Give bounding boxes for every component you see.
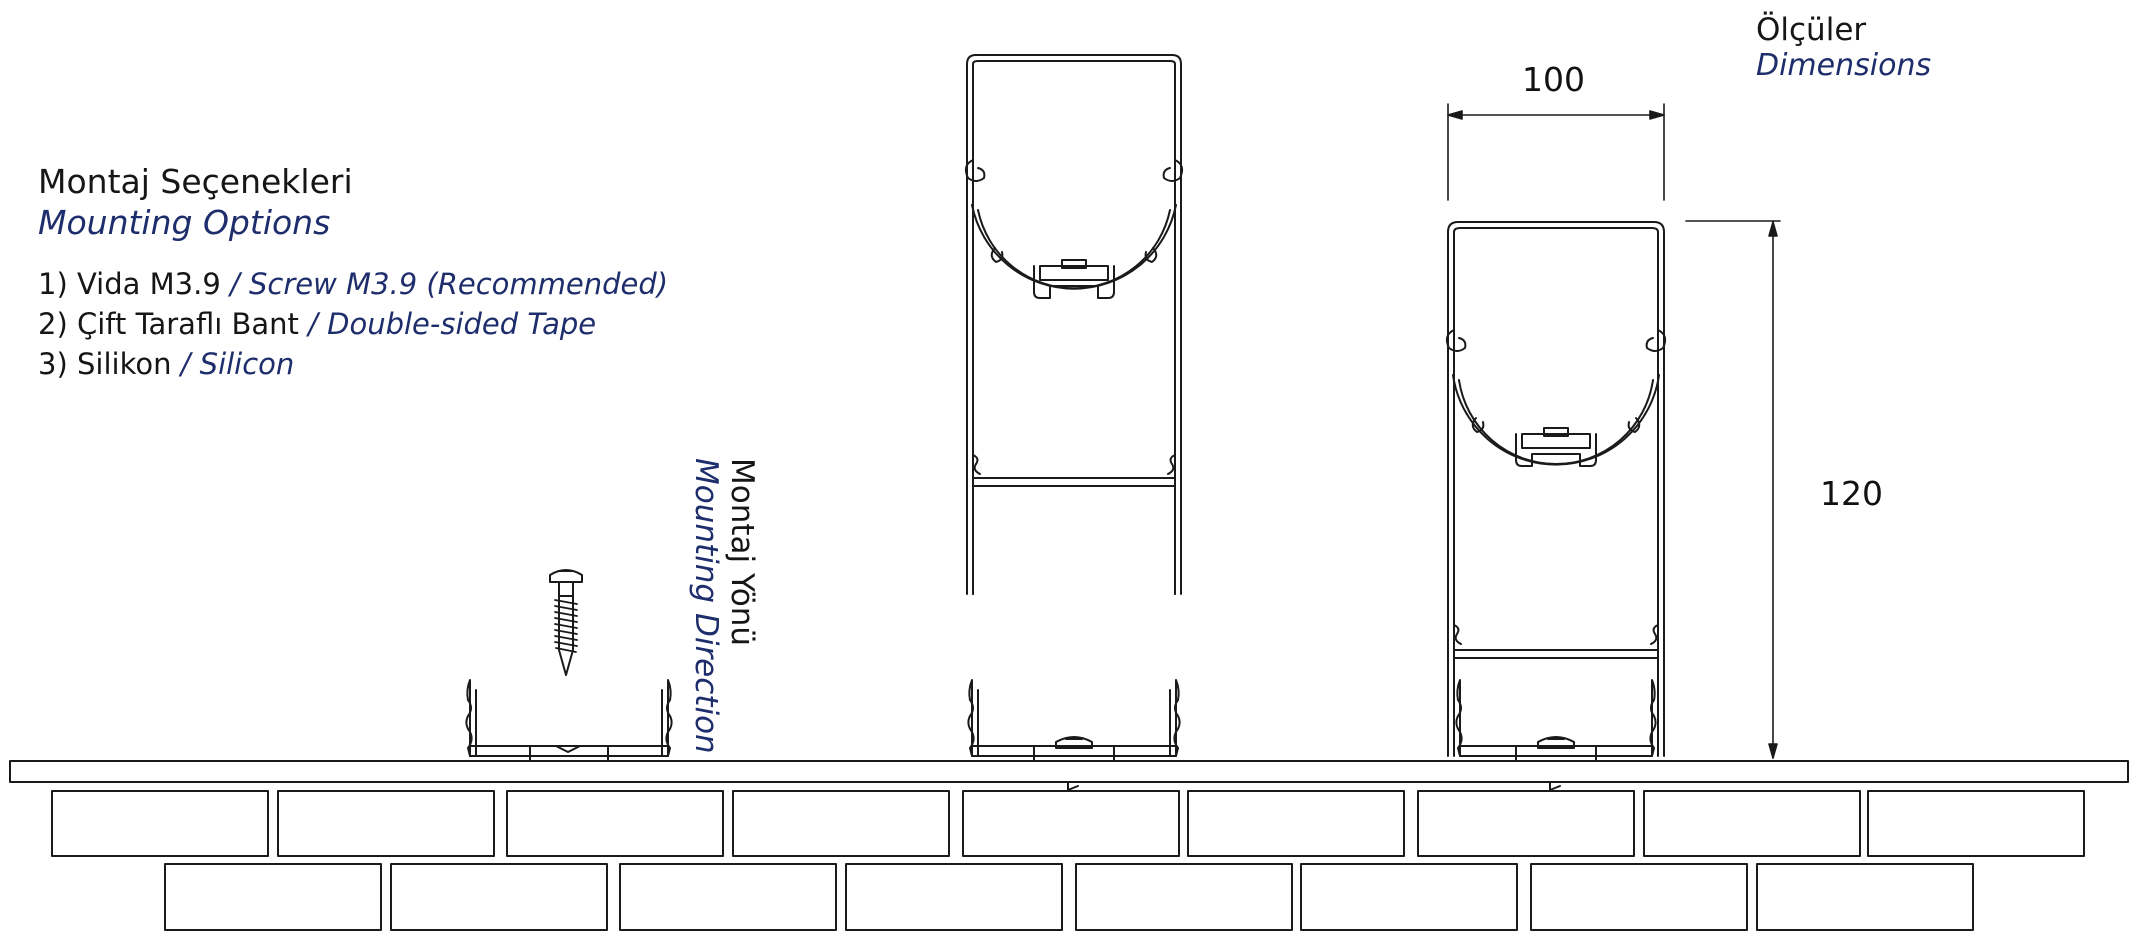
mounting-options: Montaj Seçenekleri Mounting Options 1) V… [38, 162, 668, 384]
option-label-en: / Silicon [180, 347, 295, 381]
option-label-tr: 2) Çift Taraflı Bant [38, 307, 309, 341]
option-label-tr: 3) Silikon [38, 347, 181, 381]
mounting-options-title-tr: Montaj Seçenekleri [38, 162, 353, 201]
mounting-option-item: 2) Çift Taraflı Bant / Double-sided Tape [38, 304, 668, 344]
mounting-surface [9, 760, 2129, 783]
brick-wall [51, 790, 2085, 931]
mounting-option-item: 3) Silikon / Silicon [38, 344, 668, 384]
height-dimension-line [1685, 220, 1781, 759]
width-dimension-line [1447, 103, 1665, 201]
screw-icon [549, 569, 583, 676]
dimensions-title: Ölçüler Dimensions [1756, 12, 1931, 83]
option-label-en: / Double-sided Tape [308, 307, 597, 341]
mounting-clip-2 [967, 679, 1181, 791]
dimensions-title-tr: Ölçüler [1756, 12, 1867, 48]
profile-detached [964, 54, 1184, 595]
height-dimension-label: 120 [1820, 474, 1883, 513]
mounting-clip-1 [465, 679, 673, 761]
mounting-options-title-en: Mounting Options [38, 203, 331, 242]
option-label-tr: 1) Vida M3.9 [38, 267, 230, 301]
dimensions-title-en: Dimensions [1756, 48, 1932, 83]
mounting-option-item: 1) Vida M3.9 / Screw M3.9 (Recommended) [38, 264, 668, 304]
profile-installed [1445, 221, 1667, 791]
option-label-en: / Screw M3.9 (Recommended) [230, 267, 669, 301]
width-dimension-label: 100 [1522, 60, 1585, 99]
mounting-options-list: 1) Vida M3.9 / Screw M3.9 (Recommended) … [38, 264, 668, 384]
